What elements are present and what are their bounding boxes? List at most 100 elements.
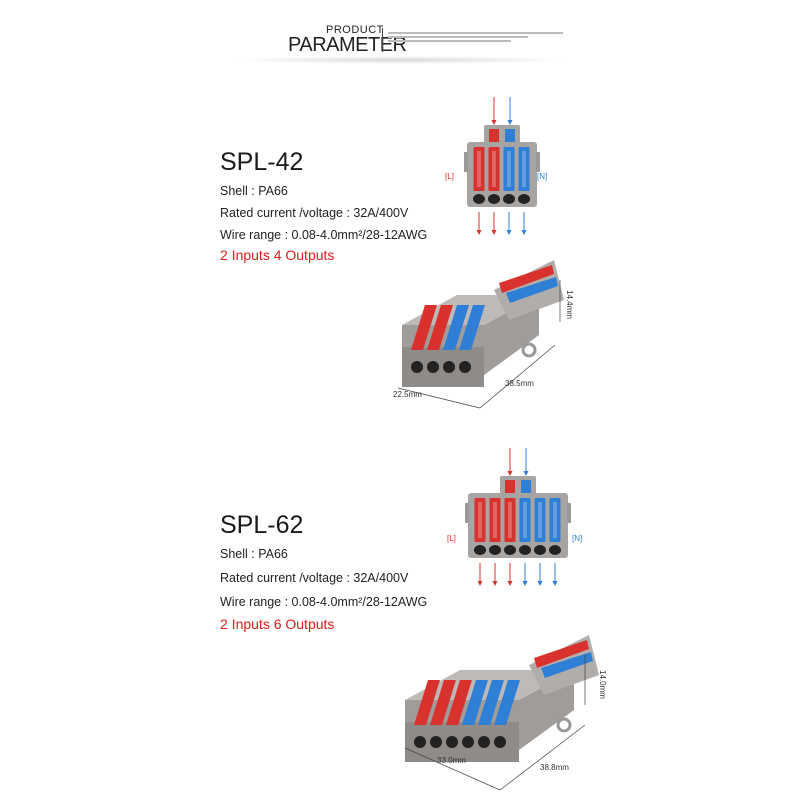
input-lever-blue (506, 277, 558, 303)
wire-hole (462, 736, 474, 748)
arrow-head (492, 581, 498, 586)
output-lever (443, 305, 469, 350)
output-lever (473, 147, 485, 191)
wire-hole (443, 361, 455, 373)
side-tab (536, 152, 540, 172)
header-shadow (230, 56, 570, 64)
arrow-head (521, 230, 527, 235)
dimension-line (479, 344, 556, 409)
spec-io: 2 Inputs 4 Outputs (220, 247, 335, 263)
input-lever-red (505, 480, 515, 504)
arrow-head (507, 581, 513, 586)
output-lever (519, 498, 531, 542)
wire-hole (427, 361, 439, 373)
input-lever-blue (541, 652, 593, 678)
spec-io: 2 Inputs 6 Outputs (220, 616, 335, 632)
arrow-head (476, 230, 482, 235)
wire-hole (478, 736, 490, 748)
dimension-width: 33.0mm (437, 756, 466, 765)
dimension-width: 22.5mm (393, 390, 422, 399)
output-lever (489, 498, 501, 542)
arrow-head (523, 471, 529, 476)
lever-highlight (553, 502, 557, 538)
output-lever (549, 498, 561, 542)
wire-hole (459, 361, 471, 373)
arrow-head (491, 230, 497, 235)
output-lever (411, 305, 437, 350)
wire-hole (430, 736, 442, 748)
output-lever (488, 147, 500, 191)
mount-hole (521, 342, 537, 358)
input-lever-blue (505, 129, 515, 153)
neutral-label: [N] (572, 534, 583, 543)
output-lever (430, 680, 456, 725)
wire-hole (414, 736, 426, 748)
wire-hole (518, 194, 530, 204)
output-lever (503, 147, 515, 191)
wire-hole (503, 194, 515, 204)
dimension-line (397, 387, 481, 409)
spec-rating: Rated current /voltage : 32A/400V (220, 571, 409, 585)
output-lever (494, 680, 520, 725)
model-name: SPL-62 (220, 511, 304, 539)
arrow-head (537, 581, 543, 586)
lever-highlight (522, 151, 526, 187)
input-lever-blue (521, 480, 531, 504)
header-subtitle: PRODUCT (326, 24, 384, 36)
output-lever (462, 680, 488, 725)
lever-highlight (507, 151, 511, 187)
input-lever-red (499, 265, 554, 293)
mount-hole (556, 717, 572, 733)
output-lever (534, 498, 546, 542)
spec-shell: Shell : PA66 (220, 184, 288, 198)
neutral-label: [N] (537, 172, 548, 181)
spec-wire-range: Wire range : 0.08-4.0mm²/28-12AWG (220, 228, 428, 242)
wire-hole (504, 545, 516, 555)
wire-hole (519, 545, 531, 555)
header-title: PARAMETER (288, 34, 407, 56)
header-fine-print (388, 30, 563, 44)
arrow-head (491, 120, 497, 125)
output-lever (459, 305, 485, 350)
dimension-line (499, 724, 586, 791)
lever-highlight (477, 151, 481, 187)
lever-highlight (492, 151, 496, 187)
input-lever-red (489, 129, 499, 153)
output-lever (414, 680, 440, 725)
output-lever (504, 498, 516, 542)
output-lever (478, 680, 504, 725)
dimension-length: 38.8mm (540, 763, 569, 772)
arrow-head (552, 581, 558, 586)
arrow-head (507, 471, 513, 476)
wire-hole (446, 736, 458, 748)
output-lever (518, 147, 530, 191)
wire-hole (489, 545, 501, 555)
output-lever (446, 680, 472, 725)
output-lever (474, 498, 486, 542)
arrow-head (507, 120, 513, 125)
arrow-head (522, 581, 528, 586)
wire-hole (474, 545, 486, 555)
wire-hole (494, 736, 506, 748)
wire-hole (488, 194, 500, 204)
lever-highlight (538, 502, 542, 538)
header-divider (382, 28, 383, 52)
side-tab (464, 152, 468, 172)
dimension-line (404, 747, 501, 791)
side-tab (567, 503, 571, 523)
lever-highlight (523, 502, 527, 538)
lever-highlight (493, 502, 497, 538)
side-tab (465, 503, 469, 523)
wire-hole (549, 545, 561, 555)
lever-highlight (508, 502, 512, 538)
output-lever (427, 305, 453, 350)
wire-hole (534, 545, 546, 555)
spec-rating: Rated current /voltage : 32A/400V (220, 206, 409, 220)
dimension-length: 38.5mm (505, 379, 534, 388)
arrow-head (477, 581, 483, 586)
live-label: [L] (445, 172, 454, 181)
dimension-height: 14.0mm (597, 670, 607, 699)
